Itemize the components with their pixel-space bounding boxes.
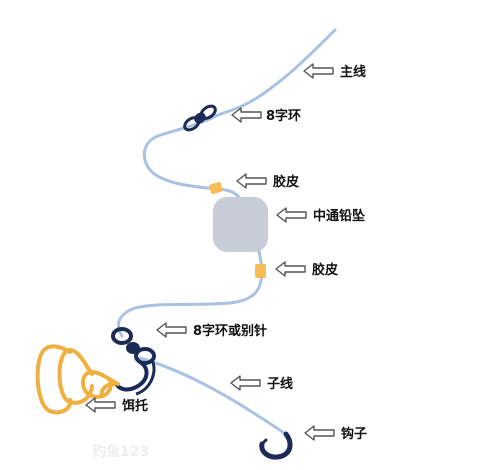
arrow-left-icon — [276, 207, 307, 223]
rubber-stopper-bottom-icon — [255, 264, 266, 278]
arrow-left-icon — [236, 173, 267, 189]
label-sinker: 中通铅坠 — [276, 207, 365, 224]
arrow-left-icon — [156, 322, 187, 338]
label-bait-holder-text: 饵托 — [121, 398, 148, 414]
label-hook-text: 钩子 — [341, 426, 367, 442]
label-rubber-bottom: 胶皮 — [275, 261, 338, 278]
sinker-icon — [213, 197, 268, 252]
leader-line-path — [138, 356, 290, 438]
hook-icon — [259, 431, 293, 460]
label-rubber-top-text: 胶皮 — [273, 174, 299, 190]
label-swivel-snap-text: 8字环或别针 — [193, 323, 267, 339]
label-swivel-top-text: 8字环 — [266, 108, 301, 124]
label-sinker-text: 中通铅坠 — [313, 208, 365, 224]
swivel-top-icon — [183, 104, 217, 132]
label-leader-text: 子线 — [267, 376, 293, 392]
arrow-left-icon — [230, 375, 261, 391]
label-bait-holder: 饵托 — [85, 397, 148, 414]
label-rubber-bottom-text: 胶皮 — [312, 262, 338, 278]
hook-barb — [260, 438, 268, 446]
label-main-line-text: 主线 — [340, 64, 366, 80]
label-hook: 钩子 — [304, 425, 367, 442]
arrow-left-icon — [275, 261, 306, 277]
swivel-snap-icon — [111, 327, 156, 396]
watermark: 钓鱼123 — [92, 443, 149, 460]
main-line-path — [117, 28, 337, 338]
rubber-stopper-top-icon — [209, 182, 223, 194]
label-leader: 子线 — [230, 375, 293, 392]
arrow-left-icon — [85, 397, 116, 413]
label-main-line: 主线 — [303, 63, 366, 80]
arrow-left-icon — [303, 63, 334, 79]
arrow-left-icon — [231, 107, 262, 123]
arrow-left-icon — [304, 425, 335, 441]
label-rubber-top: 胶皮 — [236, 173, 299, 190]
label-swivel-top: 8字环 — [231, 107, 301, 124]
label-swivel-snap: 8字环或别针 — [156, 322, 267, 339]
bait-holder-spring-icon — [35, 344, 120, 415]
